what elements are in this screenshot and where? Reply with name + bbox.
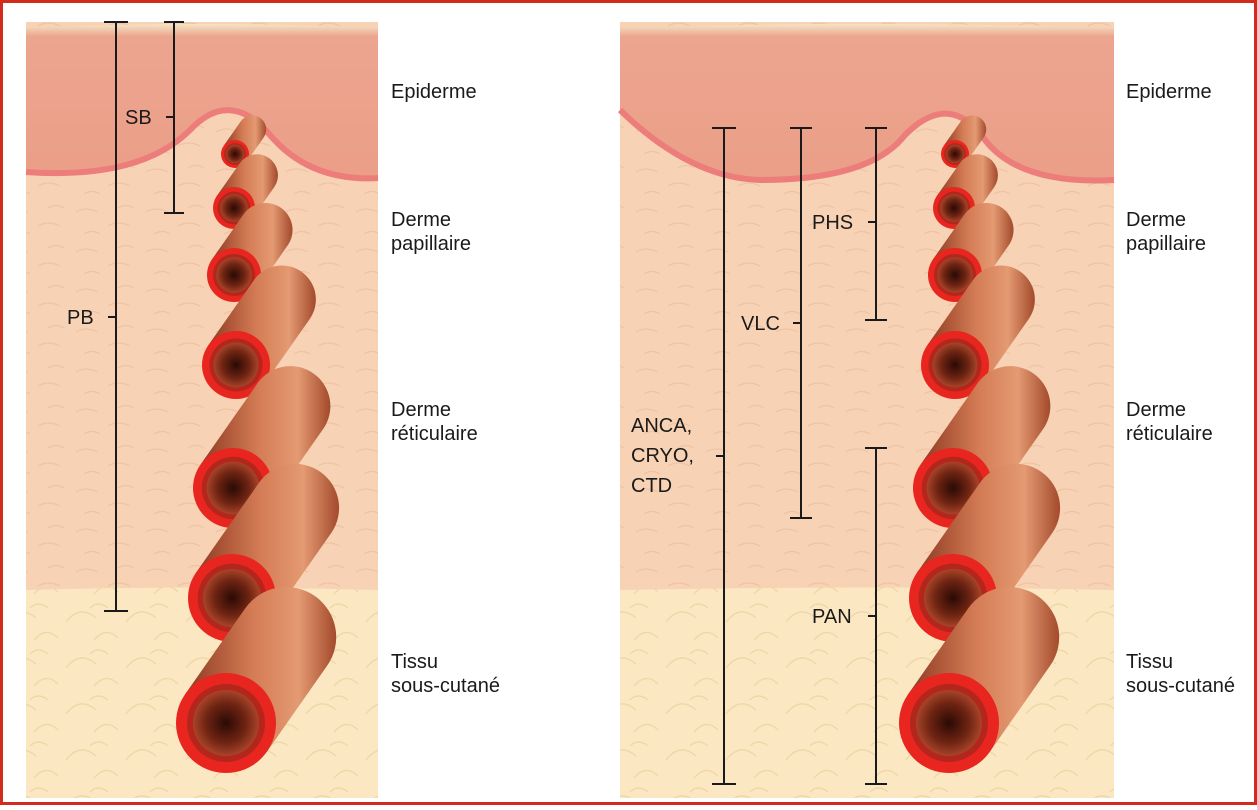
label-ctd: CTD xyxy=(631,475,672,497)
left-label-papillary-1: Derme xyxy=(391,209,451,231)
left-skin-panel xyxy=(26,22,378,798)
vessel-lumen xyxy=(226,145,244,163)
right-skin-panel xyxy=(620,22,1114,798)
vessel-lumen xyxy=(916,690,982,756)
label-phs: PHS xyxy=(812,212,853,234)
right-label-papillary-2: papillaire xyxy=(1126,233,1206,255)
label-anca: ANCA, xyxy=(631,415,692,437)
right-label-papillary-1: Derme xyxy=(1126,209,1186,231)
left-label-subcutaneous-1: Tissu xyxy=(391,651,438,673)
label-vlc: VLC xyxy=(741,313,780,335)
right-epidermis-layer xyxy=(620,24,1114,181)
left-label-subcutaneous-2: sous-cutané xyxy=(391,675,500,697)
label-cryo: CRYO, xyxy=(631,445,694,467)
right-label-subcutaneous-2: sous-cutané xyxy=(1126,675,1235,697)
left-label-reticular-2: réticulaire xyxy=(391,423,478,445)
right-label-reticular-2: réticulaire xyxy=(1126,423,1213,445)
left-label-papillary-2: papillaire xyxy=(391,233,471,255)
vessel-lumen xyxy=(193,690,259,756)
vessel-lumen xyxy=(214,343,259,388)
right-label-epidermis: Epiderme xyxy=(1126,81,1212,103)
vessel-lumen xyxy=(216,257,252,293)
vessel-lumen xyxy=(946,145,964,163)
label-pan: PAN xyxy=(812,606,852,628)
right-label-reticular-1: Derme xyxy=(1126,399,1186,421)
left-label-epidermis: Epiderme xyxy=(391,81,477,103)
label-pb: PB xyxy=(67,307,94,329)
vessel-lumen xyxy=(937,257,973,293)
vessel-lumen xyxy=(933,343,978,388)
right-label-subcutaneous-1: Tissu xyxy=(1126,651,1173,673)
label-sb: SB xyxy=(125,107,152,129)
left-label-reticular-1: Derme xyxy=(391,399,451,421)
